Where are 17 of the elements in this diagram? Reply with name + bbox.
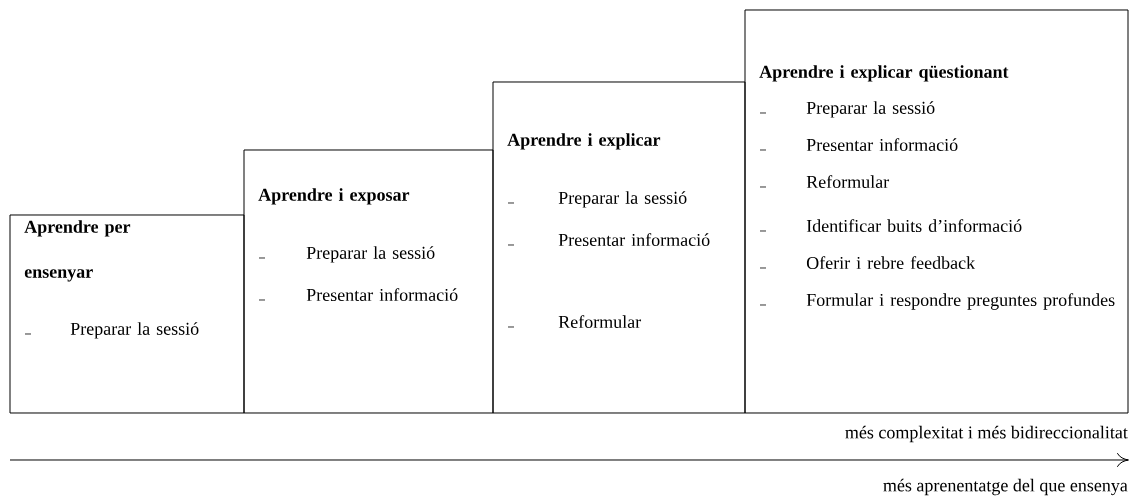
box-heading: Aprendre i exposar <box>258 188 410 205</box>
list-item: Preparar la sessió <box>806 101 935 118</box>
box-heading: Aprendre i explicar <box>507 133 661 150</box>
list-item: Oferir i rebre feedback <box>806 256 976 270</box>
axis-label: més aprenentatge del que ensenya <box>883 478 1128 496</box>
list-item: Identificar buits d’informació <box>806 219 1022 233</box>
list-item: Preparar la sessió <box>306 246 435 263</box>
list-item: Reformular <box>806 175 889 189</box>
list-item: Presentar informació <box>806 138 958 152</box>
list-item: Formular i respondre preguntes profundes <box>806 293 1115 310</box>
list-item: Preparar la sessió <box>558 191 687 208</box>
list-item: Presentar informació <box>306 288 458 302</box>
list-item: Preparar la sessió <box>70 322 199 339</box>
list-item: Presentar informació <box>558 233 710 247</box>
list-item: Reformular <box>558 315 642 329</box>
box-heading: Aprendre per ensenyar <box>24 220 131 282</box>
box-heading: Aprendre i explicar qüestionant <box>759 65 1009 82</box>
